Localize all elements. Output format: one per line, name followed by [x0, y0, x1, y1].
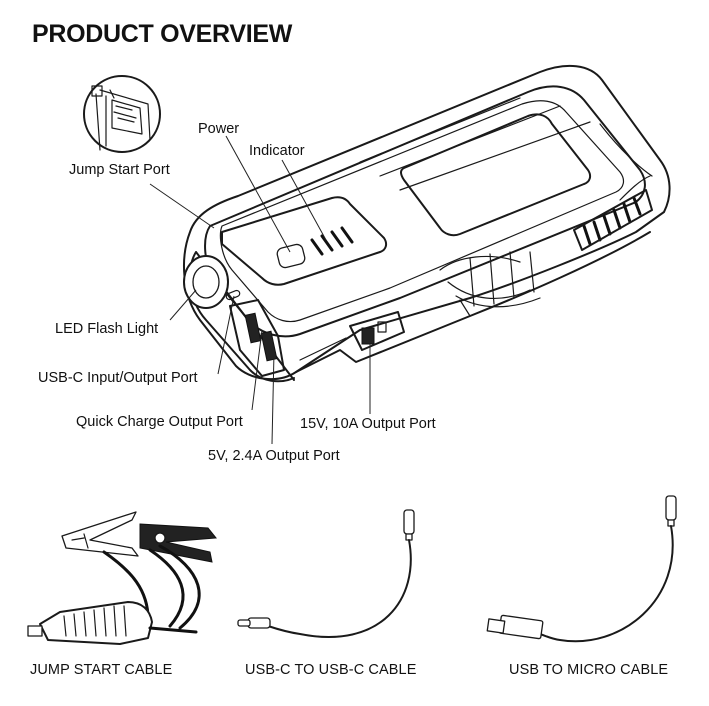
- label-led-flash-light: LED Flash Light: [55, 321, 159, 337]
- label-jump-start-port: Jump Start Port: [69, 162, 170, 178]
- label-quick-charge-port: Quick Charge Output Port: [76, 414, 243, 430]
- caption-usb-micro-cable: USB TO MICRO CABLE: [509, 662, 669, 678]
- caption-jump-start-cable: JUMP START CABLE: [30, 662, 173, 678]
- label-15v-output-port: 15V, 10A Output Port: [300, 416, 436, 432]
- label-5v-output-port: 5V, 2.4A Output Port: [208, 448, 340, 464]
- caption-usb-c-cable: USB-C TO USB-C CABLE: [245, 662, 417, 678]
- label-power: Power: [198, 121, 240, 137]
- usb-c-to-usb-c-cable: [237, 509, 415, 639]
- leader-lines: [149, 135, 371, 445]
- page-title: PRODUCT OVERVIEW: [32, 20, 293, 48]
- label-usb-c-port: USB-C Input/Output Port: [38, 370, 198, 386]
- label-indicator: Indicator: [249, 143, 305, 159]
- usb-to-micro-cable: [486, 495, 677, 643]
- jump-start-cable: [27, 511, 217, 645]
- jump-starter-device: [183, 64, 671, 383]
- jump-start-port-inset: [83, 75, 161, 153]
